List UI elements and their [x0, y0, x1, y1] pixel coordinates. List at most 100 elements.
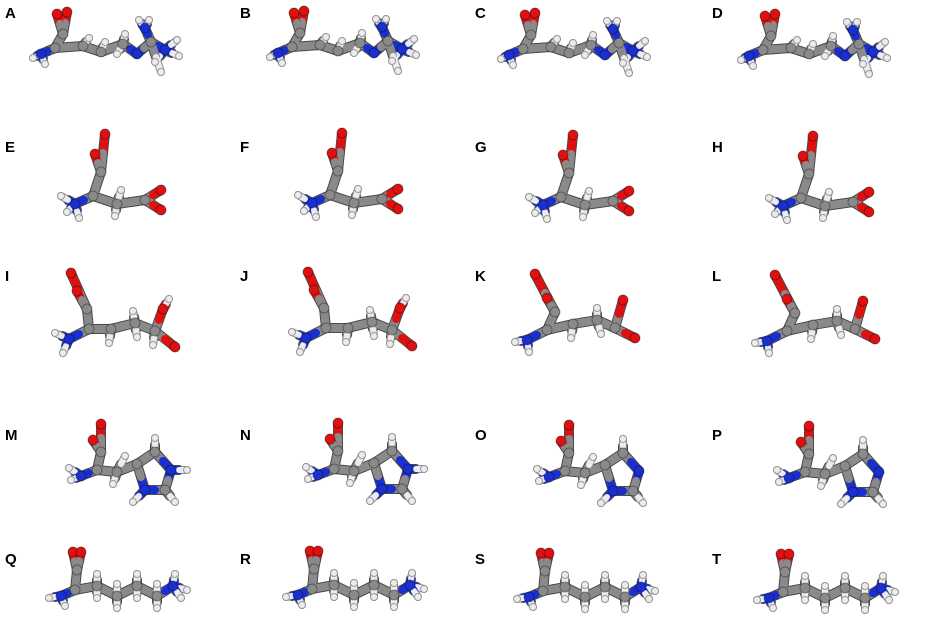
- atom-h: [177, 594, 185, 602]
- atom-n: [847, 24, 859, 36]
- atom-c: [799, 466, 811, 478]
- atom-h: [529, 603, 537, 611]
- atom-c: [559, 581, 571, 593]
- atom-h: [113, 50, 121, 58]
- atom-c: [613, 37, 625, 49]
- panel-label: H: [712, 139, 723, 156]
- panel-i: I: [5, 267, 181, 357]
- atom-c: [549, 306, 561, 318]
- atom-h: [613, 17, 621, 25]
- atom-h: [775, 478, 783, 486]
- atom-c: [328, 579, 340, 591]
- atom-h: [561, 571, 569, 579]
- atom-h: [817, 482, 825, 490]
- atom-h: [93, 594, 101, 602]
- atom-o: [563, 419, 575, 431]
- atom-o: [312, 545, 324, 557]
- atom-h: [589, 31, 597, 39]
- atom-n: [131, 48, 143, 60]
- atom-h: [569, 39, 577, 47]
- atom-h: [171, 498, 179, 506]
- panel-h: H: [712, 130, 875, 224]
- atom-h: [322, 33, 330, 41]
- atom-c: [49, 42, 61, 54]
- molecule-structure: [753, 548, 899, 614]
- atom-h: [525, 348, 533, 356]
- atom-h: [509, 61, 517, 69]
- atom-c: [819, 592, 831, 604]
- atom-h: [129, 498, 137, 506]
- atom-c: [617, 447, 629, 459]
- atom-h: [302, 463, 310, 471]
- atom-h: [829, 454, 837, 462]
- panel-label: G: [475, 139, 487, 156]
- atom-c: [111, 466, 123, 478]
- atom-h: [859, 60, 867, 68]
- atom-h: [513, 595, 521, 603]
- atom-c: [348, 465, 360, 477]
- atom-n: [763, 592, 775, 604]
- atom-c: [599, 581, 611, 593]
- atom-h: [829, 32, 837, 40]
- atom-c: [803, 168, 815, 180]
- molecule-structure: [51, 267, 181, 357]
- atom-h: [153, 604, 161, 612]
- atom-c: [839, 582, 851, 594]
- atom-h: [645, 595, 653, 603]
- atom-h: [410, 35, 418, 43]
- atom-n: [139, 484, 151, 496]
- atom-h: [561, 595, 569, 603]
- atom-c: [117, 38, 129, 50]
- atom-o: [324, 433, 336, 445]
- atom-h: [149, 341, 157, 349]
- atom-c: [354, 37, 366, 49]
- panel-d: D: [712, 5, 891, 78]
- atom-h: [497, 55, 505, 63]
- atom-n: [404, 579, 416, 591]
- atom-c: [376, 193, 388, 205]
- molecule-structure: [266, 5, 420, 75]
- molecule-structure: [294, 127, 404, 221]
- atom-h: [597, 499, 605, 507]
- atom-h: [145, 16, 153, 24]
- panel-o: O: [475, 419, 647, 507]
- atom-h: [183, 466, 191, 474]
- atom-h: [105, 339, 113, 347]
- atom-c: [91, 464, 103, 476]
- panel-label: I: [5, 268, 9, 285]
- panel-label: O: [475, 427, 487, 444]
- atom-n: [292, 589, 304, 601]
- atom-c: [81, 303, 93, 315]
- atom-n: [839, 50, 851, 62]
- atom-c: [781, 325, 793, 337]
- atom-c: [825, 40, 837, 52]
- atom-n: [55, 590, 67, 602]
- atom-o: [541, 292, 553, 304]
- atom-n: [607, 485, 619, 497]
- atom-c: [795, 192, 807, 204]
- atom-h: [843, 18, 851, 26]
- atom-n: [376, 483, 388, 495]
- atom-o: [65, 267, 77, 279]
- panel-t: T: [712, 548, 899, 614]
- atom-c: [555, 191, 567, 203]
- atom-h: [420, 465, 428, 473]
- molecule-structure: [737, 8, 891, 78]
- atom-c: [585, 39, 597, 51]
- atom-o: [869, 333, 881, 345]
- atom-h: [51, 329, 59, 337]
- atom-o: [759, 10, 771, 22]
- atom-h: [300, 207, 308, 215]
- atom-c: [607, 195, 619, 207]
- atom-n: [306, 197, 318, 209]
- atom-o: [394, 302, 406, 314]
- atom-c: [807, 319, 819, 331]
- atom-c: [779, 566, 791, 578]
- atom-h: [358, 451, 366, 459]
- atom-n: [777, 200, 789, 212]
- atom-c: [525, 29, 537, 41]
- atom-h: [65, 464, 73, 472]
- atom-h: [85, 34, 93, 42]
- atom-c: [368, 457, 380, 469]
- atom-c: [87, 190, 99, 202]
